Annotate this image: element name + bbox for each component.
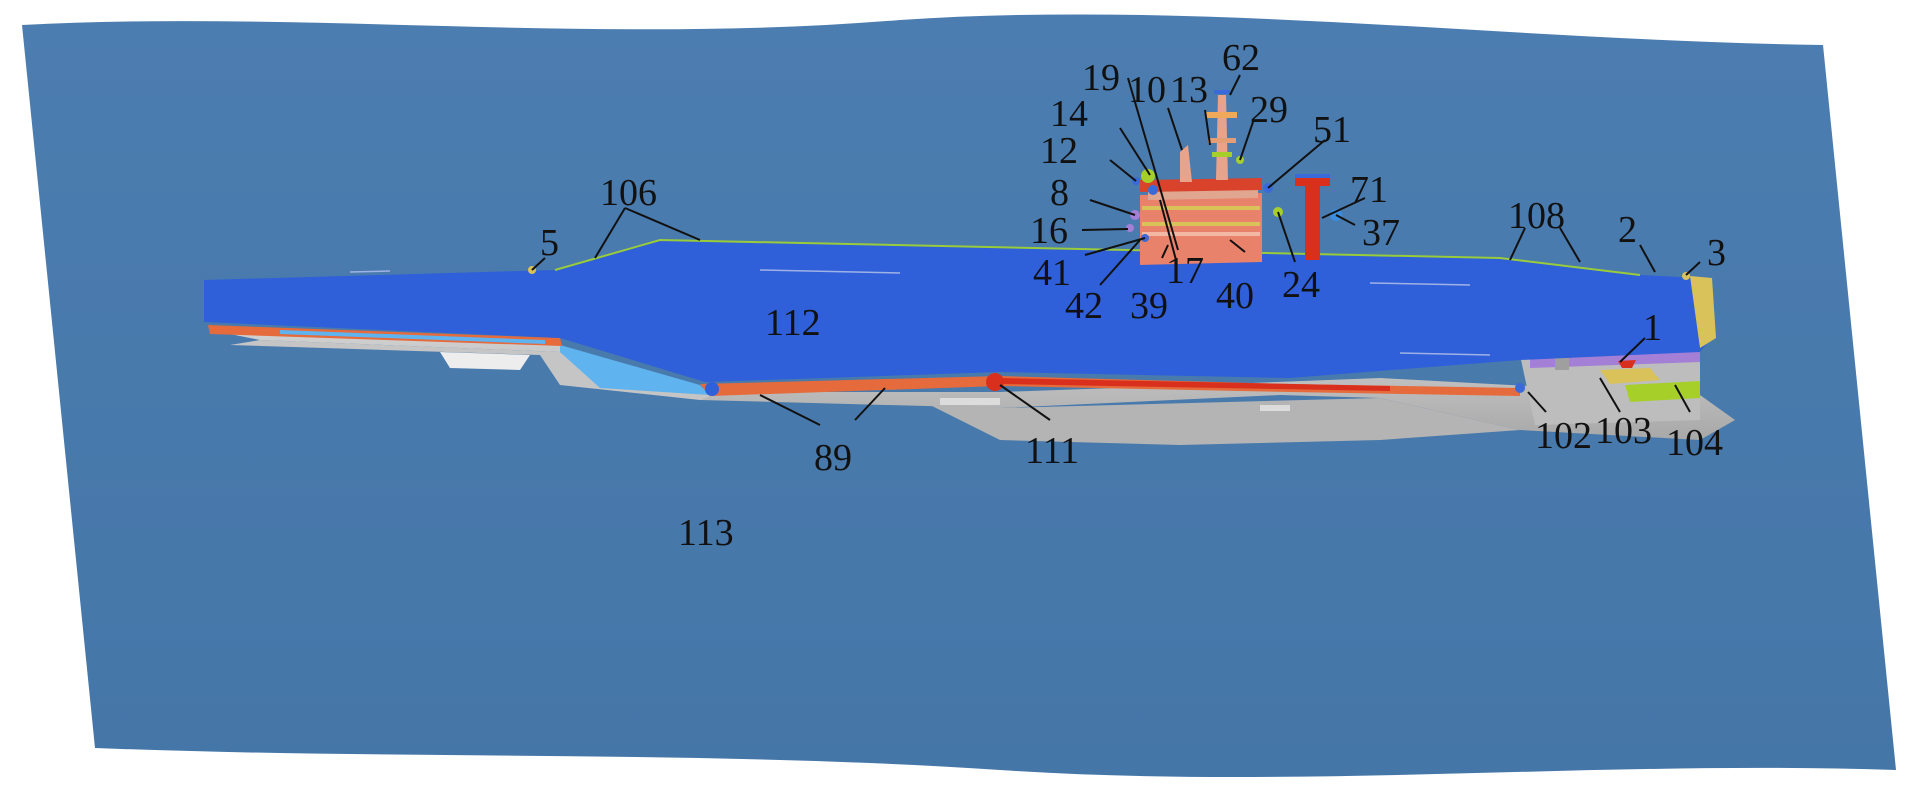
callout-39: 39 [1130, 285, 1168, 327]
hull-vent-1 [940, 398, 1000, 405]
stern-red-marker [1618, 360, 1636, 368]
callout-111: 111 [1025, 430, 1079, 472]
mast-yard-1 [1205, 112, 1237, 118]
callout-8: 8 [1050, 172, 1069, 214]
equipment-blue-102 [1515, 383, 1525, 393]
deck-markings [349, 269, 1491, 356]
equipment-blue-ball-14 [1148, 185, 1158, 195]
stern-bollard [1555, 358, 1569, 370]
callout-29: 29 [1250, 89, 1288, 131]
callout-103: 103 [1595, 410, 1652, 452]
callout-13: 13 [1170, 69, 1208, 111]
callout-5: 5 [540, 222, 559, 264]
callout-51: 51 [1313, 109, 1351, 151]
mast-yard-2 [1208, 138, 1236, 143]
callout-106: 106 [600, 172, 657, 214]
sponson-light-blue-strip [280, 330, 545, 344]
callout-113: 113 [678, 512, 734, 554]
callout-19: 19 [1082, 57, 1120, 99]
callout-112: 112 [765, 302, 821, 344]
mast-aft [1180, 145, 1192, 182]
hull-vent-2 [1260, 405, 1290, 411]
bow-ramp [1690, 276, 1716, 348]
stern-yellow-pod [1600, 368, 1660, 384]
callout-12: 12 [1040, 130, 1078, 172]
callout-37: 37 [1362, 212, 1400, 254]
mast-yard-3 [1212, 152, 1232, 157]
callout-40: 40 [1216, 275, 1254, 317]
callout-16: 16 [1030, 210, 1068, 252]
callout-3: 3 [1707, 232, 1726, 274]
leader-lines [531, 74, 1701, 426]
mast-main [1216, 95, 1228, 180]
island-window-strip [1142, 232, 1260, 236]
antenna-blue-top [1214, 90, 1230, 94]
callout-62: 62 [1222, 37, 1260, 79]
equipment-purple-16 [1126, 224, 1134, 232]
callout-104: 104 [1666, 422, 1723, 464]
callout-1: 1 [1643, 307, 1662, 349]
callout-71: 71 [1350, 169, 1388, 211]
flight-deck [204, 240, 1710, 382]
mast-red-post [1305, 180, 1320, 260]
mast-red-yard [1295, 178, 1330, 186]
island-lower [1140, 193, 1262, 265]
island-top [1140, 178, 1262, 192]
callout-42: 42 [1065, 285, 1103, 327]
callout-2: 2 [1618, 209, 1637, 251]
equipment-blue-89 [705, 382, 719, 396]
hull-shadow [930, 398, 1520, 445]
callout-24: 24 [1282, 264, 1320, 306]
callout-108: 108 [1508, 195, 1565, 237]
callout-labels: 1 2 3 5 8 10 12 13 14 16 17 19 24 29 37 … [540, 37, 1726, 554]
sponson-midship-orange [700, 376, 1520, 396]
port-catwalk-light-blue [560, 345, 710, 395]
callout-41: 41 [1033, 252, 1071, 294]
callout-89: 89 [814, 437, 852, 479]
callout-10: 10 [1128, 69, 1166, 111]
sponson-red-strip [1000, 378, 1390, 391]
callout-17: 17 [1166, 250, 1204, 292]
mast-red-yard-blue [1295, 174, 1330, 178]
equipment-green-ball [1141, 169, 1155, 183]
island-band-1 [1142, 206, 1260, 210]
hull-recess [440, 352, 530, 370]
callout-14: 14 [1050, 93, 1088, 135]
callout-102: 102 [1535, 415, 1592, 457]
flight-deck-edge [554, 238, 1641, 276]
equipment-red-111 [986, 373, 1004, 391]
island-band-2 [1142, 222, 1260, 226]
